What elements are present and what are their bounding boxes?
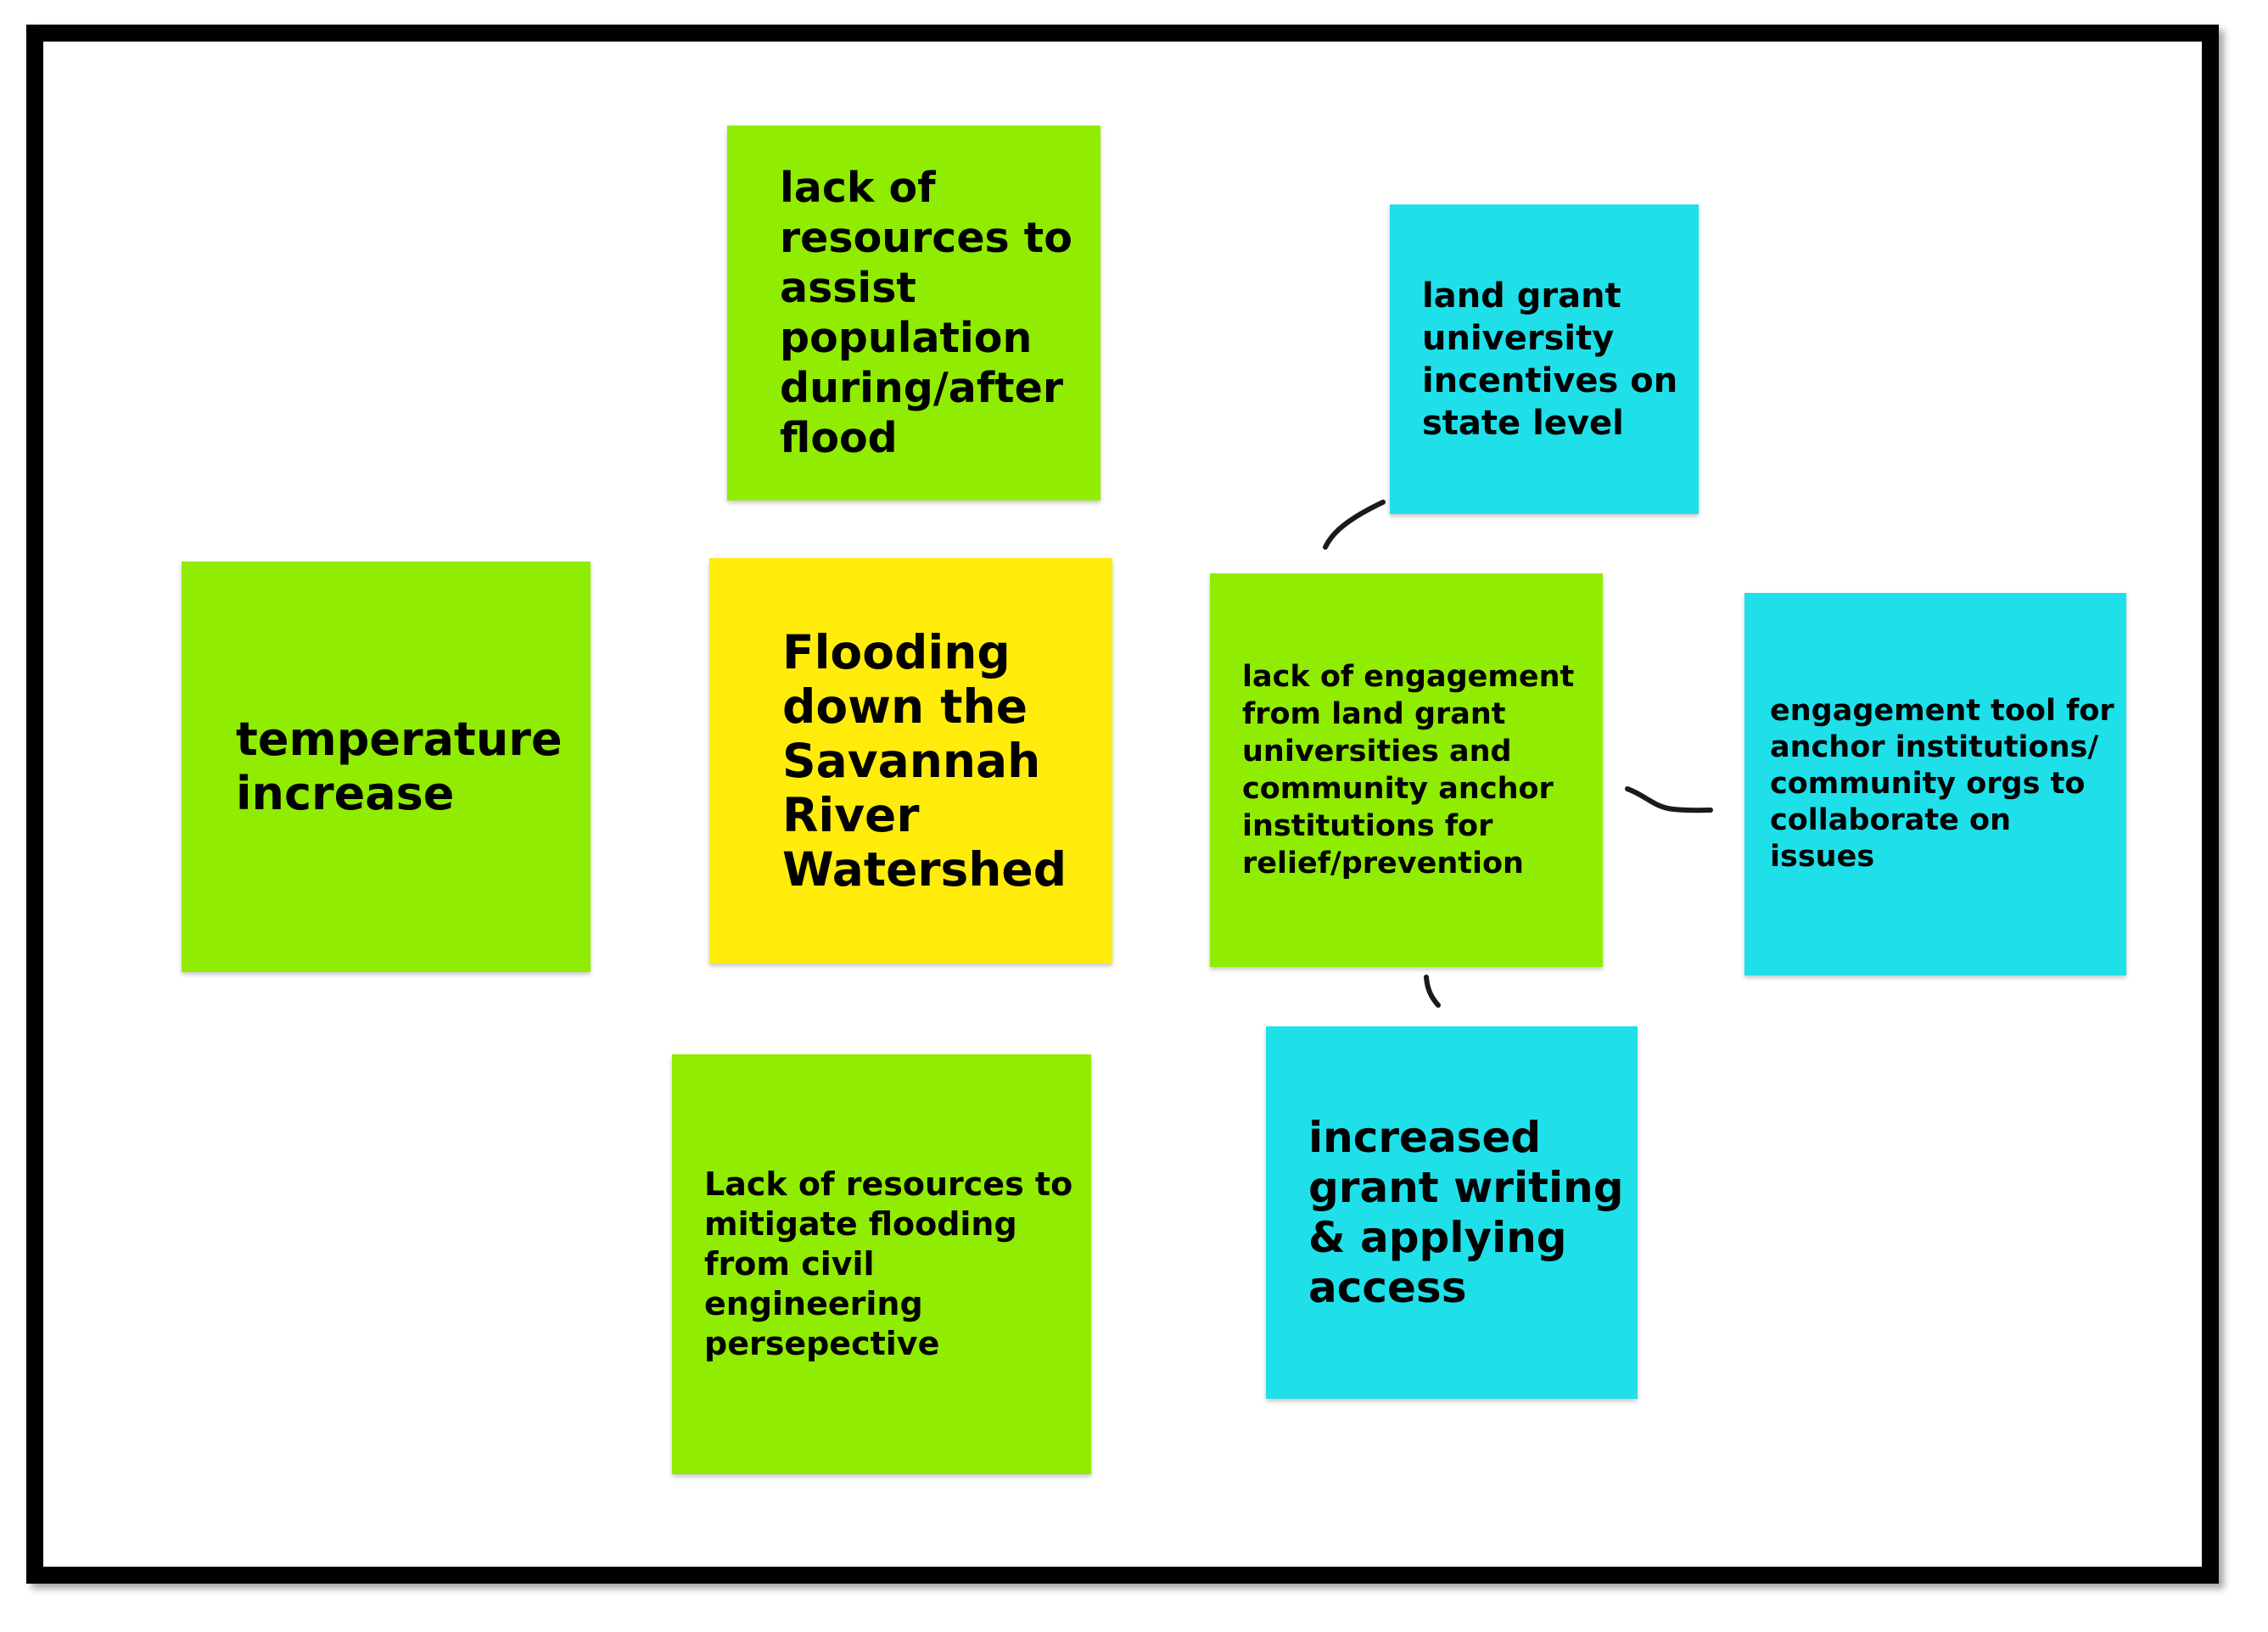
sticky-note-lack-of-engagement[interactable]: lack of engagement from land grant unive… bbox=[1210, 573, 1603, 967]
note-text: lack of resources to assist population d… bbox=[780, 164, 1072, 462]
sticky-note-lack-of-resources-assist[interactable]: lack of resources to assist population d… bbox=[727, 126, 1100, 500]
note-text: lack of engagement from land grant unive… bbox=[1242, 660, 1575, 880]
sticky-note-temperature-increase[interactable]: temperature increase bbox=[182, 562, 591, 972]
connector-engagement-to-grant-writing[interactable] bbox=[1424, 975, 1441, 1008]
sticky-note-central-topic[interactable]: Flooding down the Savannah River Watersh… bbox=[709, 558, 1112, 964]
note-text: increased grant writing & applying acces… bbox=[1308, 1112, 1624, 1312]
connector-engagement-to-incentives[interactable] bbox=[1323, 500, 1386, 550]
note-text: land grant university incentives on stat… bbox=[1422, 276, 1678, 443]
note-text: Flooding down the Savannah River Watersh… bbox=[782, 625, 1067, 897]
connector-engagement-to-tool[interactable] bbox=[1625, 786, 1713, 813]
sticky-note-land-grant-incentives[interactable]: land grant university incentives on stat… bbox=[1390, 204, 1699, 514]
note-text: Lack of resources to mitigate flooding f… bbox=[704, 1165, 1073, 1362]
sticky-note-lack-of-resources-mitigate[interactable]: Lack of resources to mitigate flooding f… bbox=[672, 1054, 1091, 1474]
sticky-note-grant-writing-access[interactable]: increased grant writing & applying acces… bbox=[1266, 1026, 1638, 1399]
note-text: temperature increase bbox=[236, 713, 563, 820]
note-text: engagement tool for anchor institutions/… bbox=[1770, 694, 2114, 874]
sticky-note-engagement-tool[interactable]: engagement tool for anchor institutions/… bbox=[1744, 593, 2126, 975]
